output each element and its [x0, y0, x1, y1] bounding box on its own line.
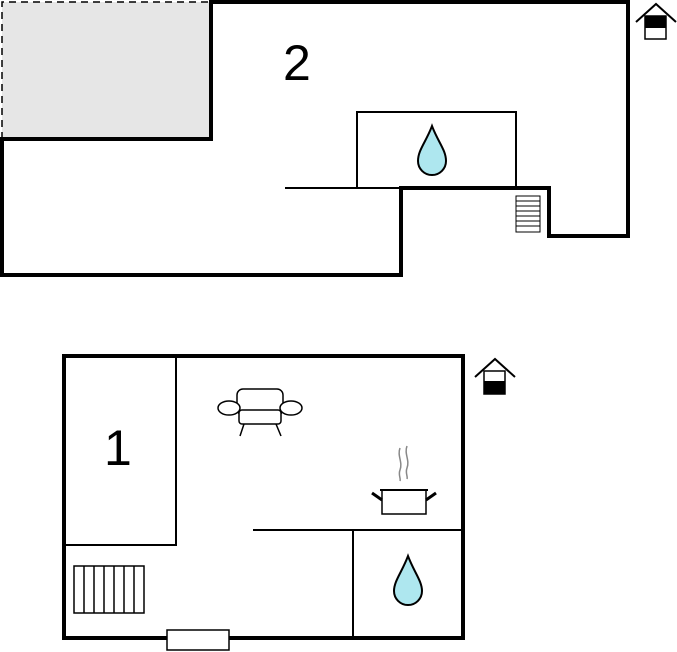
upper-bathroom-drop-icon [416, 123, 448, 176]
upper-level-indicator-icon [635, 2, 677, 40]
lower-level-indicator-icon [474, 357, 516, 395]
upper-stairs-icon [515, 195, 541, 233]
upper-floor-plan: 2 [0, 0, 677, 277]
room-label-2: 2 [283, 35, 311, 91]
sofa-icon [217, 388, 303, 437]
lower-floor-outer-wall [62, 354, 465, 640]
lower-bathroom-drop-icon [392, 553, 424, 606]
upper-bathroom [356, 111, 517, 189]
window-icon [166, 629, 230, 651]
terrace-dashed-outline [1, 1, 211, 139]
cooking-pot-icon [371, 445, 437, 515]
room-label-1: 1 [104, 420, 132, 476]
bedroom-wall [64, 356, 177, 546]
lower-floor-plan: 1 [62, 354, 516, 651]
lower-stairs-icon [73, 565, 145, 614]
terrace-area [2, 2, 211, 139]
